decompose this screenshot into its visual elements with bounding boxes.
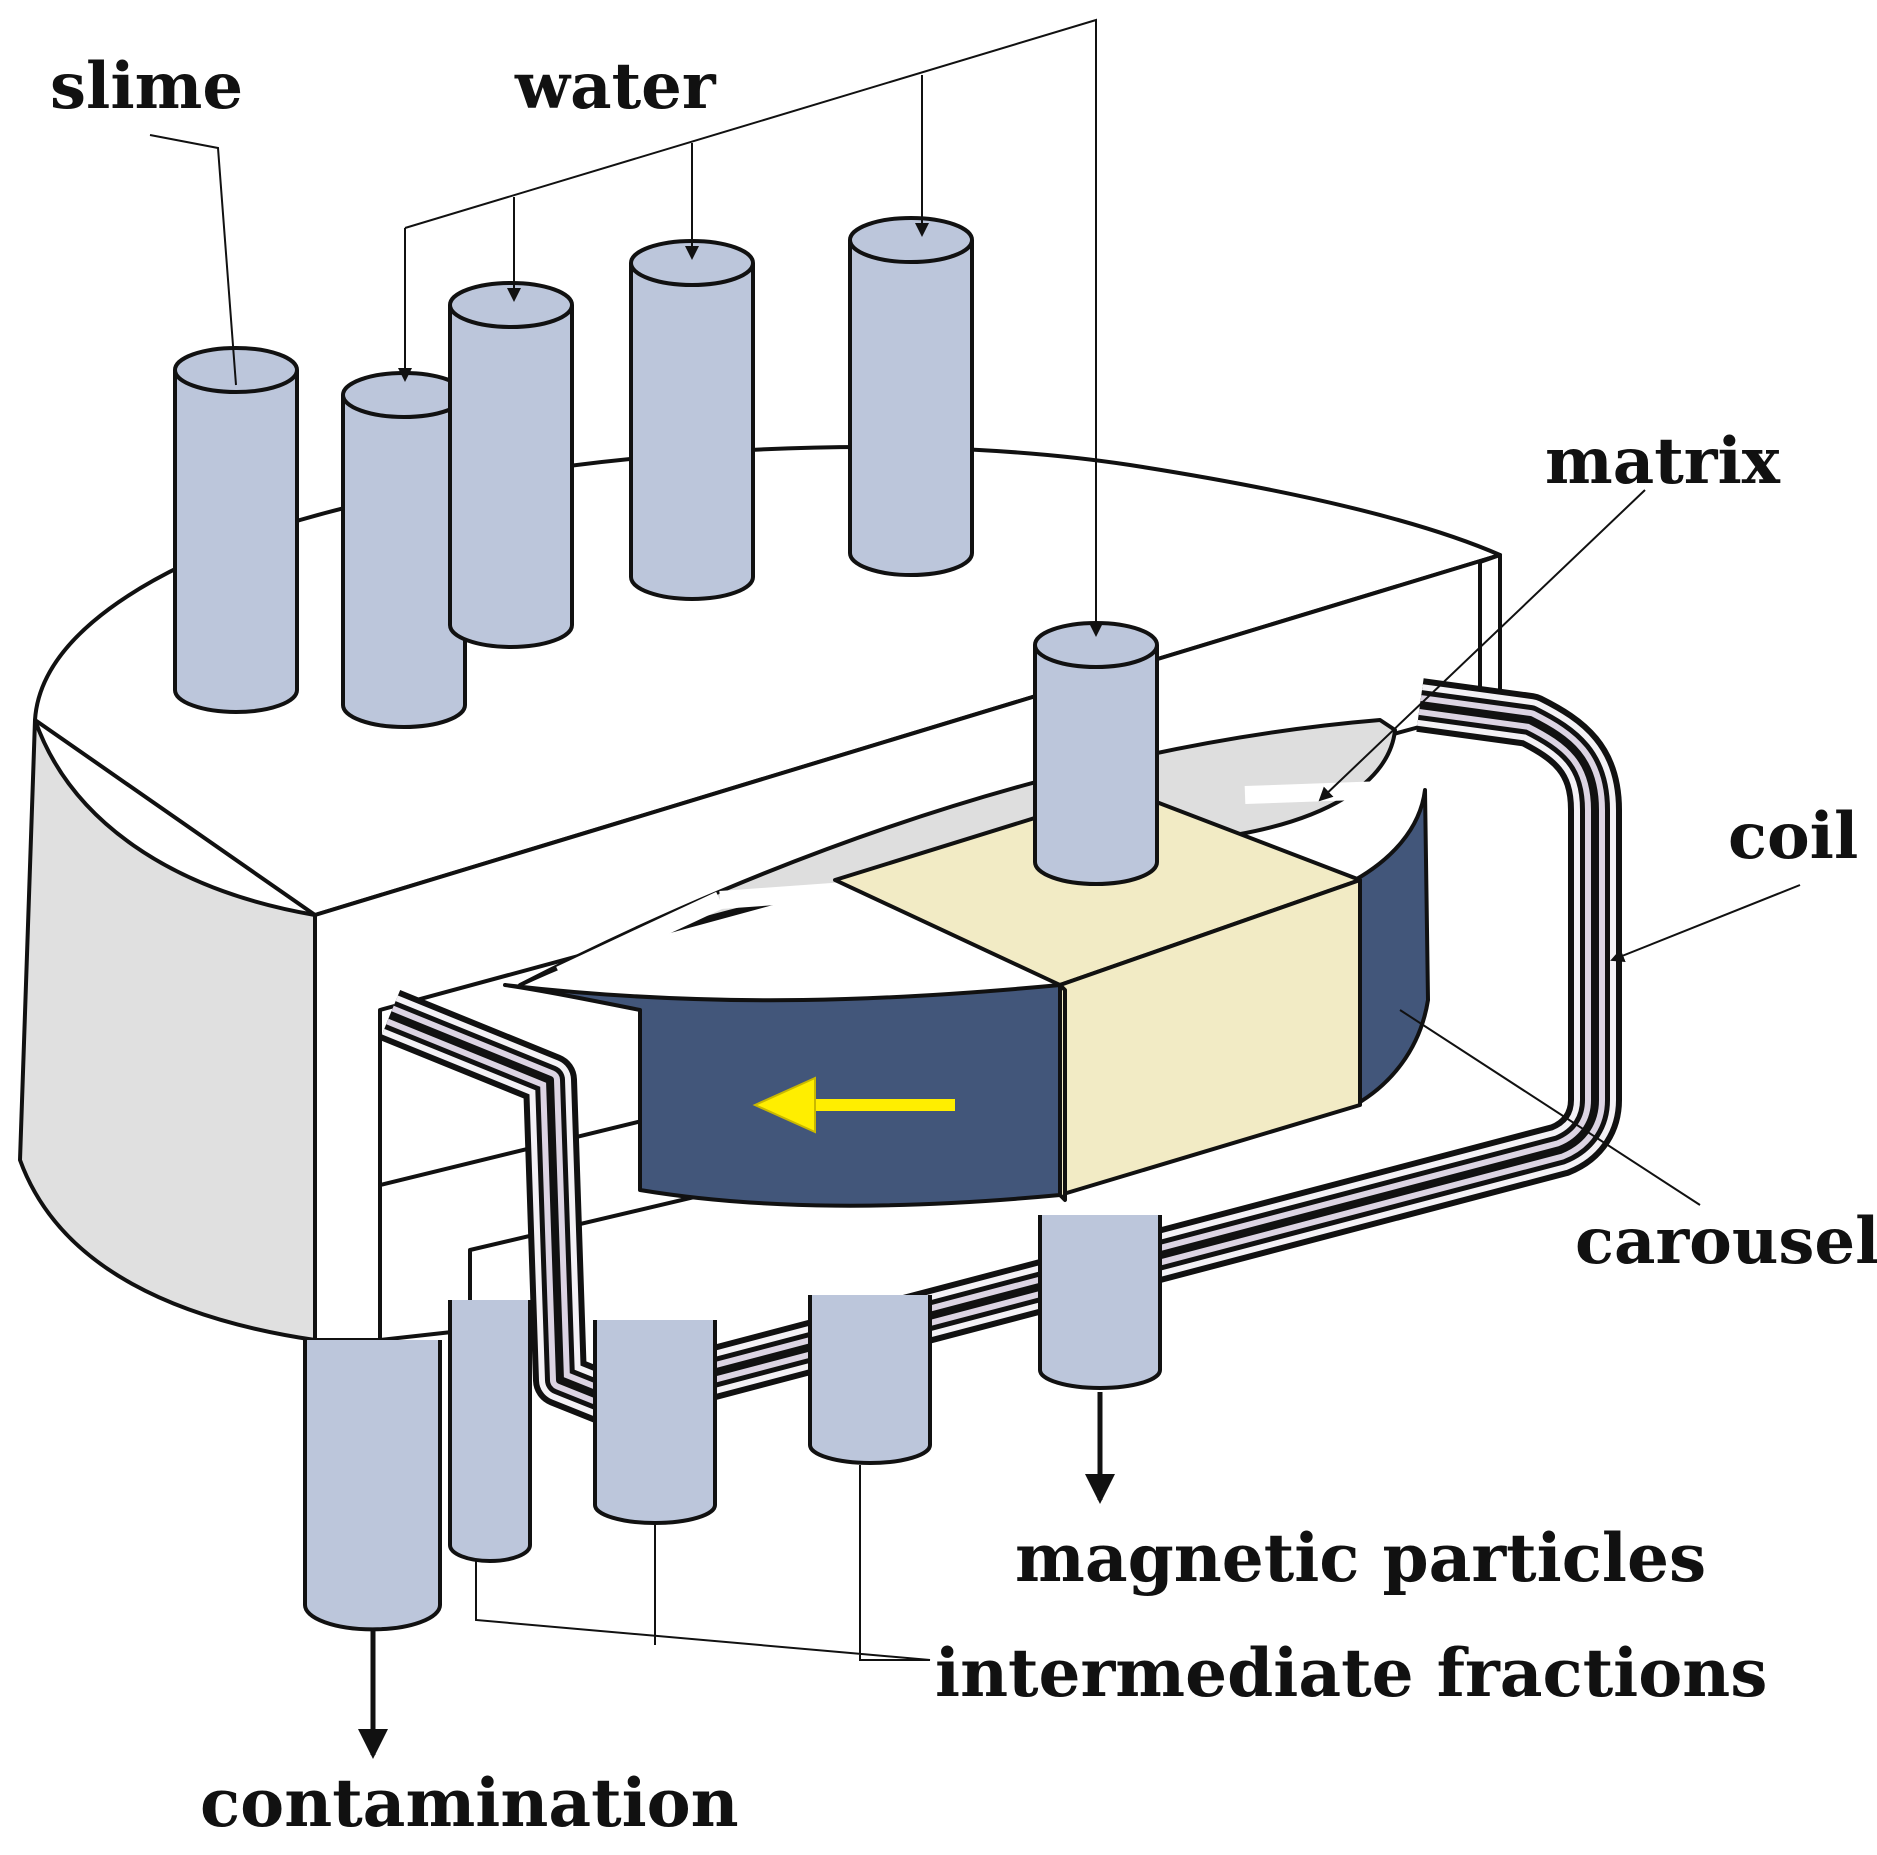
label-contamination: contamination bbox=[200, 1764, 739, 1842]
magnet-block bbox=[833, 788, 1362, 1202]
label-magnetic-particles: magnetic particles bbox=[1015, 1519, 1707, 1597]
coil-leader bbox=[1610, 884, 1801, 963]
outlet-pipes bbox=[303, 1215, 1162, 1632]
water-leader bbox=[404, 18, 1103, 637]
coil bbox=[379, 678, 1622, 1427]
water-inlet-pipe-1 bbox=[341, 371, 467, 729]
magnetic-outlet-pipe bbox=[1038, 1215, 1162, 1390]
inlet-pipes bbox=[173, 216, 1159, 886]
carousel-band-right bbox=[1353, 788, 1430, 1107]
label-water: water bbox=[515, 49, 716, 124]
intermediate-outlet-pipe-3 bbox=[808, 1295, 932, 1465]
label-slime: slime bbox=[50, 49, 244, 124]
label-matrix: matrix bbox=[1545, 424, 1780, 499]
water-inlet-pipe-4 bbox=[848, 216, 974, 577]
matrix-leader bbox=[1318, 489, 1646, 802]
outlet-arrows bbox=[358, 1392, 1115, 1759]
water-inlet-pipe-5 bbox=[1033, 621, 1159, 886]
contamination-outlet-pipe bbox=[303, 1340, 442, 1632]
carousel-leader bbox=[1399, 1009, 1701, 1206]
label-carousel: carousel bbox=[1575, 1204, 1877, 1279]
slime-leader bbox=[149, 134, 237, 386]
rotation-arrow bbox=[752, 1076, 955, 1134]
magnet-block-left bbox=[1058, 983, 1067, 1202]
label-intermediate-fractions: intermediate fractions bbox=[935, 1634, 1768, 1712]
water-inlet-pipe-3 bbox=[629, 239, 755, 601]
slime-inlet-pipe bbox=[173, 346, 299, 714]
intermediate-outlet-pipe-1 bbox=[448, 1300, 532, 1563]
intermediate-outlet-pipe-2 bbox=[593, 1320, 717, 1525]
water-inlet-pipe-2 bbox=[448, 281, 574, 649]
intermediate-leader bbox=[475, 1465, 931, 1661]
label-coil: coil bbox=[1728, 799, 1859, 874]
leader-lines bbox=[149, 18, 1801, 1661]
